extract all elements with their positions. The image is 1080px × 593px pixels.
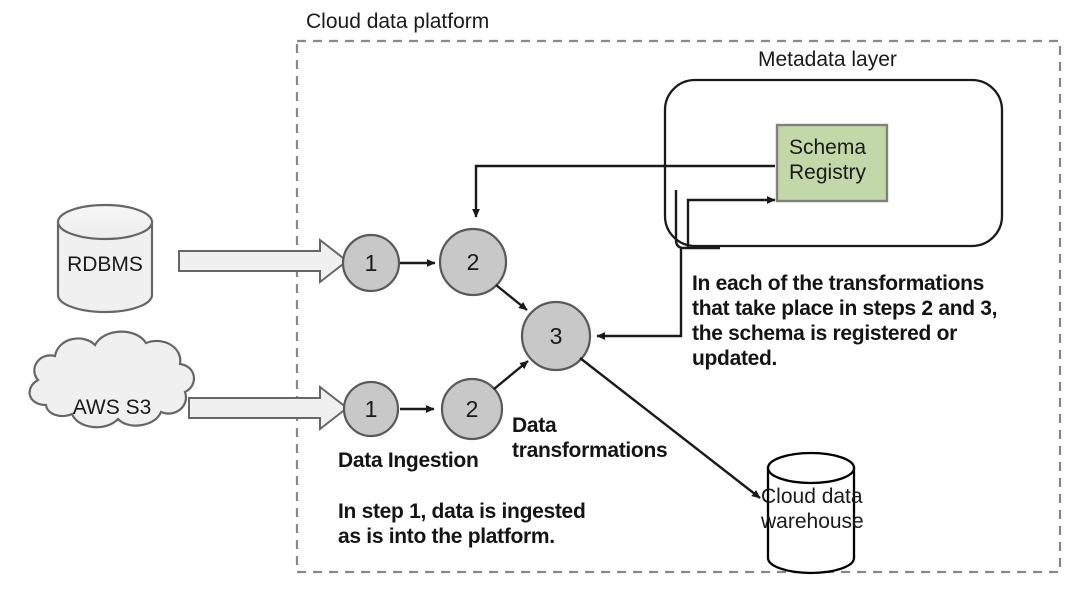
data-transformations-line-2: transformations [512, 439, 668, 462]
ingestion-note-line-1: In step 1, data is ingested [338, 500, 586, 523]
s3-step-2-number: 2 [465, 396, 479, 422]
edge-metadata-to-step-3 [596, 248, 683, 340]
aws-s3-shape [28, 330, 195, 429]
rdbms-step-1-node [341, 233, 401, 293]
edge-s3-2-to-3 [493, 360, 529, 390]
rdbms-shape [56, 203, 154, 314]
ingestion-note-line-2: as is into the platform. [338, 525, 555, 548]
metadata-layer-title: Metadata layer [758, 48, 897, 71]
s3-step-1-node [342, 380, 400, 438]
rdbms-ingest-block-arrow [178, 237, 349, 285]
data-transformations-line-1: Data [512, 414, 557, 437]
cloud-data-platform-title: Cloud data platform [306, 10, 490, 33]
cloud-data-warehouse-shape [766, 451, 856, 575]
schema-registry-label-line1: Schema [789, 136, 867, 159]
data-ingestion-label: Data Ingestion [338, 449, 479, 472]
schema-note-line-4: updated. [692, 347, 778, 370]
edge-step-3-to-schema [686, 196, 776, 248]
schema-registry-box[interactable] [775, 123, 889, 203]
schema-note-line-3: the schema is registered or [692, 322, 958, 345]
edge-schema-to-step-2 [472, 164, 775, 218]
metadata-left-return-line [674, 190, 720, 250]
cloud-data-platform-boundary [295, 39, 1062, 574]
metadata-layer-boundary [663, 78, 1004, 248]
schema-registry-label-line2: Registry [789, 161, 867, 184]
rdbms-step-1-number: 1 [364, 250, 378, 276]
schema-note-line-1: In each of the transformations [692, 272, 985, 295]
rdbms-label: RDBMS [67, 253, 143, 276]
merge-step-3-number: 3 [549, 323, 563, 349]
merge-step-3-node [520, 300, 592, 372]
edge-3-to-warehouse [579, 357, 761, 499]
cloud-data-warehouse-label-line1: Cloud data [761, 485, 863, 508]
s3-step-2-node [440, 377, 504, 441]
edge-rdbms-2-to-3 [495, 284, 528, 311]
aws-s3-label: AWS S3 [72, 396, 152, 419]
s3-step-1-number: 1 [364, 396, 378, 422]
cloud-data-warehouse-label-line2: warehouse [761, 510, 864, 533]
schema-note-line-2: that take place in steps 2 and 3, [692, 297, 998, 320]
s3-ingest-block-arrow [188, 384, 349, 432]
rdbms-step-2-number: 2 [466, 249, 480, 275]
rdbms-step-2-node [438, 227, 508, 297]
